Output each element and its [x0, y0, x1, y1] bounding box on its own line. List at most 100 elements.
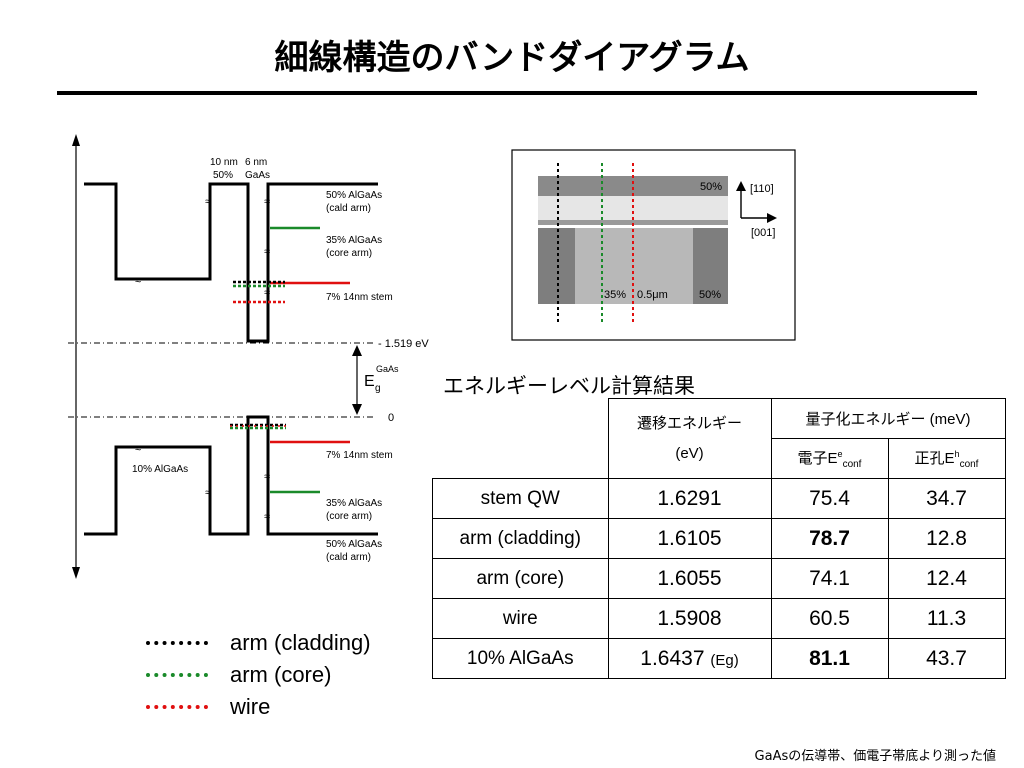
table-title: エネルギーレベル計算結果 — [443, 374, 695, 398]
cell-name: wire — [432, 598, 609, 639]
break-mark: ≈ — [205, 487, 211, 499]
break-mark: ≈ — [264, 287, 270, 299]
break-mark: ≈ — [205, 196, 211, 208]
vb-label-10pct: 10% AlGaAs — [132, 464, 188, 475]
cell-name-text: arm (core) — [476, 567, 565, 589]
cell-transition-text: 1.6437 — [640, 646, 705, 670]
table-body: stem QW 1.6291 75.4 34.7 arm (cladding) 1.61… — [432, 478, 1006, 679]
cell-electron-text: 74.1 — [809, 566, 850, 590]
cell-hole-text: 34.7 — [926, 486, 967, 510]
cell-name: stem QW — [432, 478, 609, 519]
dir-001-arrow-icon — [767, 213, 777, 223]
cell-transition-text: 1.6105 — [657, 526, 722, 550]
table-row: stem QW 1.6291 75.4 34.7 — [432, 478, 1006, 519]
eg-arrow-up-icon — [352, 345, 362, 356]
inset-thin-layer — [538, 220, 728, 225]
level-0-label: 0 — [388, 412, 394, 424]
legend-swatch-green — [146, 673, 208, 677]
vb-label-core-2: (core arm) — [326, 511, 372, 522]
legend-item-wire: wire — [146, 691, 371, 723]
cell-transition-text: 1.6291 — [657, 486, 722, 510]
footnote: GaAsの伝導帯、価電子帯底より測った値 — [754, 749, 996, 764]
table-corner — [432, 398, 609, 479]
dir-110-label: [110] — [750, 183, 774, 195]
break-mark: ≈ — [135, 443, 141, 455]
inset-50pct-bottom: 50% — [699, 289, 721, 301]
cell-hole: 12.4 — [887, 558, 1006, 599]
label-6nm: 6 nm — [245, 157, 267, 168]
break-mark: ≈ — [264, 511, 270, 523]
vb-label-stem: 7% 14nm stem — [326, 450, 393, 461]
cb-label-core-2: (core arm) — [326, 248, 372, 259]
cell-hole: 34.7 — [887, 478, 1006, 519]
cb-label-core-1: 35% AlGaAs — [326, 235, 382, 246]
cell-transition-text: 1.5908 — [657, 606, 722, 630]
header-transition-unit: (eV) — [675, 444, 704, 462]
header-hole-sub: conf — [959, 459, 979, 470]
dir-001-label: [001] — [751, 227, 775, 239]
legend: arm (cladding) arm (core) wire — [146, 627, 371, 723]
header-electron-sup: e — [837, 449, 843, 459]
inset-top-barrier — [538, 176, 728, 196]
break-mark: ≈ — [264, 246, 270, 258]
title-underline — [57, 91, 977, 95]
cell-electron: 60.5 — [770, 598, 889, 639]
legend-item-cladding: arm (cladding) — [146, 627, 371, 659]
label-50pct: 50% — [213, 170, 233, 181]
eg-arrow-down-icon — [352, 404, 362, 415]
cell-hole-text: 12.8 — [926, 526, 967, 550]
break-mark: ≈ — [264, 471, 270, 483]
eg-sup: GaAs — [376, 364, 399, 374]
cell-hole: 12.8 — [887, 518, 1006, 559]
cell-name: 10% AlGaAs — [432, 638, 609, 679]
cell-name-text: stem QW — [480, 487, 560, 509]
cell-electron-text: 81.1 — [809, 646, 850, 670]
cell-electron: 75.4 — [770, 478, 889, 519]
vb-label-cald-2: (cald arm) — [326, 552, 371, 563]
header-transition: 遷移エネルギー (eV) — [607, 398, 772, 479]
header-hole-text: 正孔E — [914, 450, 955, 467]
cell-hole-text: 12.4 — [926, 566, 967, 590]
cell-transition: 1.5908 — [607, 598, 772, 639]
legend-swatch-black — [146, 641, 208, 645]
inset-35pct: 35% — [604, 289, 626, 301]
table-row: arm (core) 1.6055 74.1 12.4 — [432, 558, 1006, 599]
break-mark: ≈ — [264, 196, 270, 208]
vb-label-core-1: 35% AlGaAs — [326, 498, 382, 509]
label-10nm: 10 nm — [210, 157, 238, 168]
legend-swatch-red — [146, 705, 208, 709]
label-gaas: GaAs — [245, 170, 270, 181]
cell-name: arm (core) — [432, 558, 609, 599]
eg-label: E — [364, 373, 375, 390]
cell-electron: 74.1 — [770, 558, 889, 599]
cell-transition: 1.6105 — [607, 518, 772, 559]
legend-item-core: arm (core) — [146, 659, 371, 691]
cell-name-text: wire — [502, 607, 538, 629]
cb-label-stem: 7% 14nm stem — [326, 292, 393, 303]
eg-sub: g — [375, 383, 381, 394]
cell-hole-text: 11.3 — [926, 606, 967, 630]
legend-label: wire — [230, 694, 271, 719]
axis-arrow-up-icon — [72, 134, 80, 146]
cell-electron-text: 60.5 — [809, 606, 850, 630]
cell-electron-text: 75.4 — [809, 486, 850, 510]
header-transition-text: 遷移エネルギー — [636, 414, 742, 432]
inset-left-block — [538, 228, 575, 304]
cell-hole-text: 43.7 — [926, 646, 967, 670]
cell-transition-text: (Eg) — [710, 651, 739, 669]
legend-label: arm (cladding) — [230, 630, 371, 655]
cell-transition: 1.6291 — [607, 478, 772, 519]
inset-05um: 0.5μm — [637, 289, 668, 301]
cell-name: arm (cladding) — [432, 518, 609, 559]
vb-label-cald-1: 50% AlGaAs — [326, 539, 382, 550]
header-electron: 電子Eeconf — [770, 438, 889, 479]
dir-110-arrow-icon — [736, 181, 746, 191]
cell-transition-text: 1.6055 — [657, 566, 722, 590]
cell-transition: 1.6055 — [607, 558, 772, 599]
header-quantized: 量子化エネルギー (meV) — [770, 398, 1006, 439]
energy-level-table: 遷移エネルギー (eV) 量子化エネルギー (meV) 電子Eeconf 正孔E… — [432, 398, 1006, 679]
break-mark: ≈ — [135, 275, 141, 287]
table-row: 10% AlGaAs 1.6437 (Eg) 81.1 43.7 — [432, 638, 1006, 679]
level-1519-label: - 1.519 eV — [378, 338, 429, 350]
